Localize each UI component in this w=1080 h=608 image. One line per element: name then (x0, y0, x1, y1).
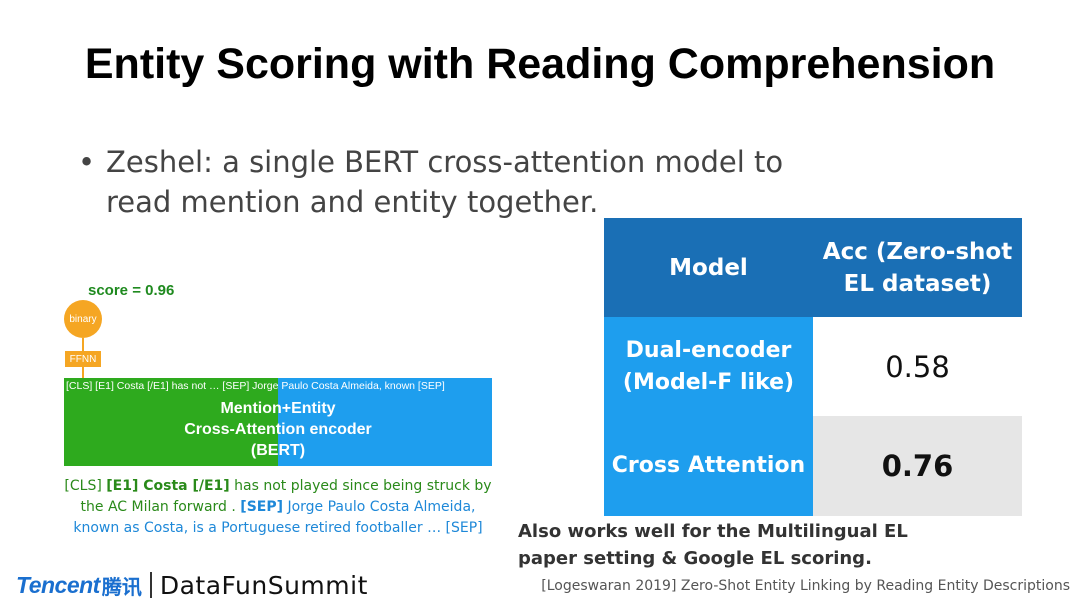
encoder-label-line: Cross-Attention encoder (184, 421, 372, 438)
datafun-summit-logo: DataFunSummit (159, 570, 368, 600)
note-text: Also works well for the Multilingual EL … (518, 521, 908, 569)
example-input-text: [CLS] [E1] Costa [/E1] has not played si… (64, 476, 492, 539)
table-header-model: Model (604, 218, 813, 317)
binary-connector (82, 338, 84, 351)
logo-divider (149, 572, 152, 598)
bullet-dot: • (78, 145, 96, 179)
sep-token: [SEP] (240, 499, 284, 515)
mention-segment (64, 378, 278, 466)
table-row-acc: 0.76 (813, 416, 1022, 516)
table-header-acc: Acc (Zero-shot EL dataset) (813, 218, 1022, 317)
encoder-label-line: (BERT) (250, 442, 306, 459)
entity-description: Jorge Paulo Costa Almeida, known as Cost… (73, 499, 483, 536)
results-table: Model Acc (Zero-shot EL dataset) Dual-en… (604, 218, 1022, 516)
mention-span: [E1] Costa [/E1] (106, 478, 230, 494)
score-label: score = 0.96 (88, 282, 175, 299)
ffnn-node: FFNN (65, 351, 101, 367)
ffnn-connector (82, 367, 84, 378)
footer-logo: Tencent 腾讯 DataFunSummit (16, 568, 368, 602)
tencent-logo: Tencent (16, 571, 100, 598)
mention-context: has not played since being struck by the… (80, 478, 492, 515)
bert-encoder-block: [CLS] [E1] Costa [/E1] has not … [SEP] J… (64, 378, 492, 466)
bullet-point: • Zeshel: a single BERT cross-attention … (78, 142, 838, 222)
slide-title: Entity Scoring with Reading Comprehensio… (84, 40, 996, 88)
cls-token: [CLS] (64, 478, 107, 494)
table-row-model: Cross Attention (604, 416, 813, 516)
binary-node: binary (64, 300, 102, 338)
table-row-model: Dual-encoder (Model-F like) (604, 317, 813, 416)
input-tokens: [CLS] [E1] Costa [/E1] has not … [SEP] J… (66, 380, 445, 392)
encoder-label: Mention+Entity Cross-Attention encoder (… (64, 398, 492, 461)
tencent-logo-cn: 腾讯 (101, 574, 142, 599)
bullet-text: Zeshel: a single BERT cross-attention mo… (106, 145, 784, 219)
table-row-acc: 0.58 (813, 317, 1022, 416)
entity-segment (278, 378, 492, 466)
citation: [Logeswaran 2019] Zero-Shot Entity Linki… (541, 578, 1070, 594)
encoder-label-line: Mention+Entity (220, 400, 336, 417)
